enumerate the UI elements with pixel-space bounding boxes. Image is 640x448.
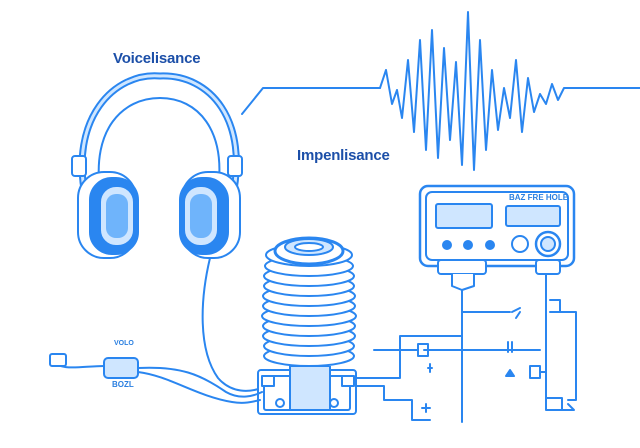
circuit-wiring [355,273,577,423]
waveform-icon [241,11,640,171]
left-connector-module [49,353,263,404]
knob-icon [511,235,529,253]
headphones-icon [71,72,243,259]
module-bottom-label: BOZL [112,380,134,389]
voice-label: Voicelisance [113,50,201,67]
device-display-label: BAZ FRE HOLE [509,193,569,202]
module-top-label: VOLO [114,340,134,347]
coil-transducer-icon [257,236,357,415]
impedance-label: Impenlisance [297,147,390,164]
